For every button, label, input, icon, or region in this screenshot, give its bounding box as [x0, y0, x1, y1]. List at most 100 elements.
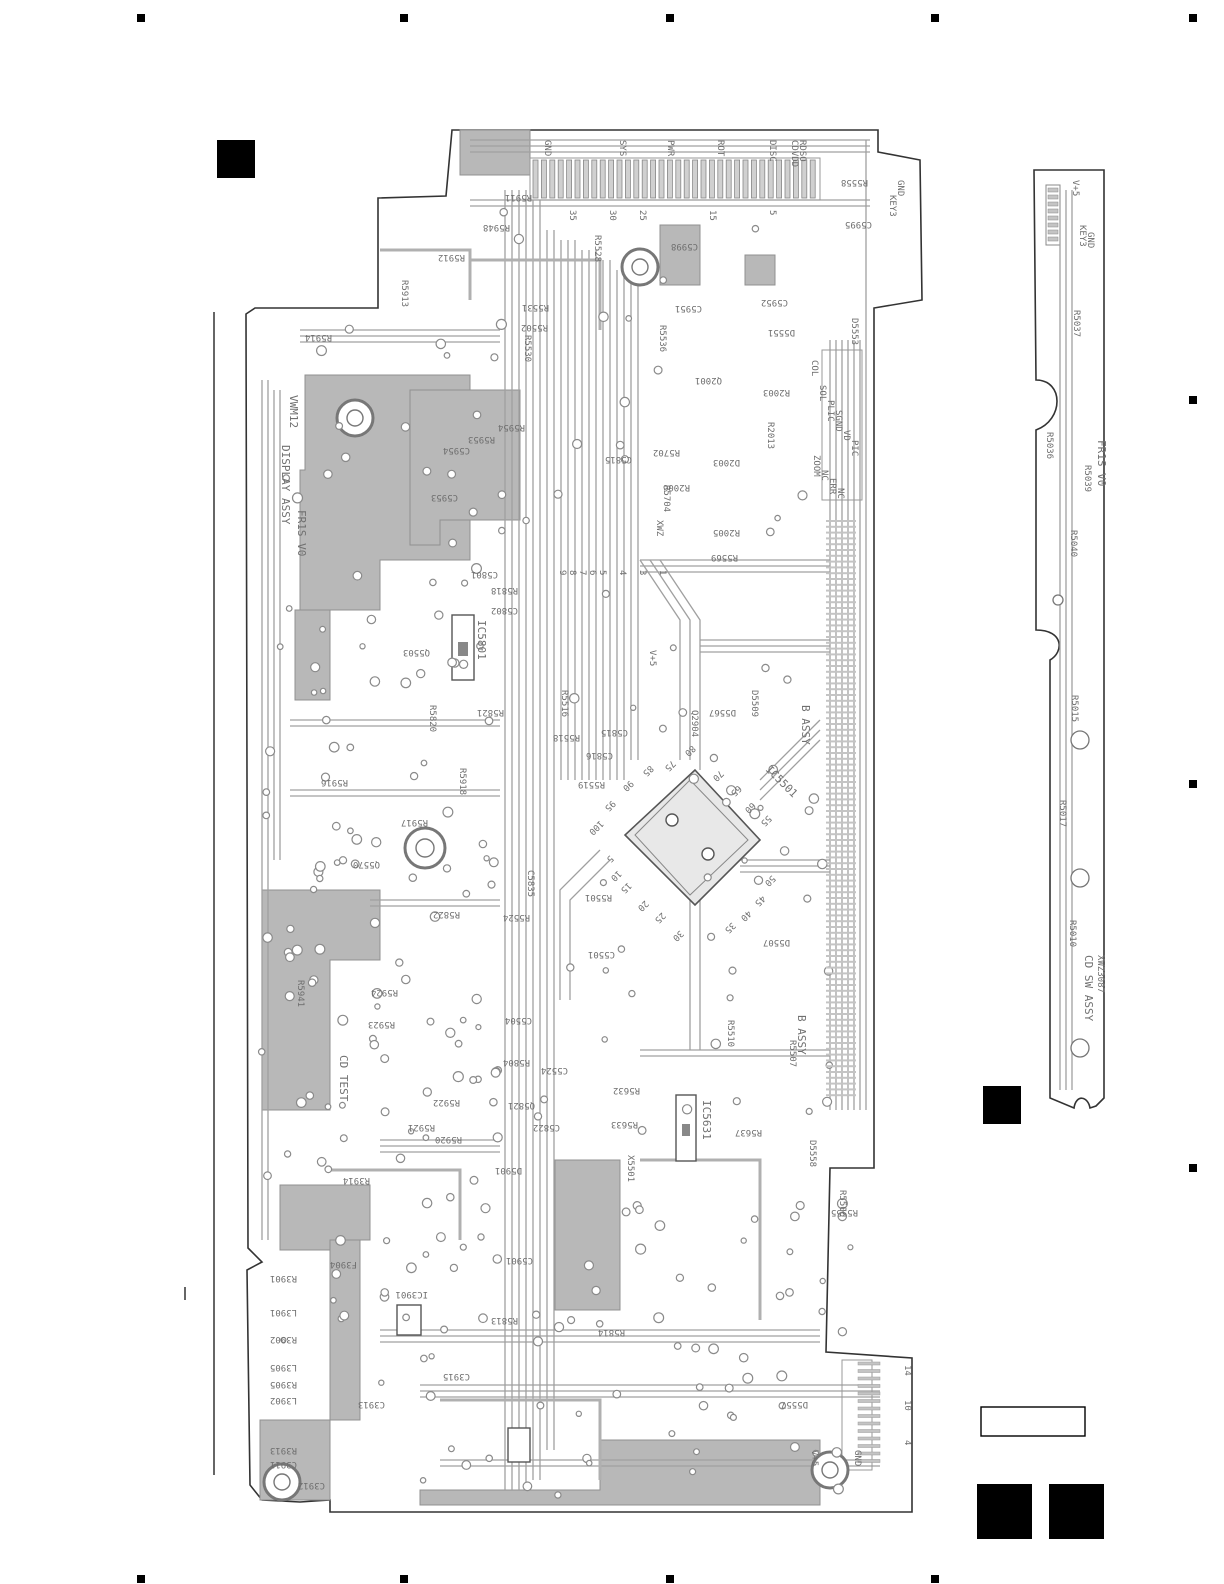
via-pad [599, 878, 608, 887]
via-pad [831, 1447, 843, 1458]
edge-pin [826, 578, 856, 580]
via-pad [340, 452, 351, 463]
via-pad [262, 811, 271, 820]
mounting-hole-inner [821, 1461, 839, 1479]
top-gnd-label: GND [895, 180, 905, 196]
via-pad [778, 1401, 787, 1410]
ref-label: D5557 [781, 1399, 808, 1409]
ref-label: R5921 [408, 1122, 435, 1132]
via-pad [475, 1023, 482, 1031]
via-pad [654, 1220, 666, 1231]
via-pad [602, 967, 610, 974]
connector-pin [667, 159, 673, 199]
via-pad [729, 1413, 738, 1422]
edge-pin [826, 694, 856, 696]
via-pad [366, 614, 377, 625]
ref-label: R5914 [305, 332, 332, 342]
ref-label: R2013 [765, 422, 775, 449]
via-pad [478, 839, 488, 849]
ref-label: C5815 [605, 454, 632, 464]
xwz-number: 4 [617, 570, 627, 575]
via-pad [497, 490, 507, 500]
via-pad [722, 797, 731, 807]
edge-pin [826, 937, 856, 940]
bottom-connector-pin [857, 1429, 881, 1433]
via-pad [658, 724, 667, 733]
ref-label: R5510 [725, 1020, 735, 1047]
via-pad [797, 490, 808, 501]
strip-connector-pin [1047, 201, 1059, 207]
edge-pin [826, 757, 856, 760]
via-pad [695, 1383, 704, 1391]
edge-pin [826, 798, 856, 801]
edge-pin [826, 688, 856, 691]
strip-switch [1070, 730, 1090, 750]
ref-label: R5804 [503, 1057, 530, 1067]
edge-pin [826, 537, 856, 540]
b-assy-label: B ASSY [799, 705, 812, 745]
connector-pin-number: 15 [707, 210, 717, 221]
via-pad [492, 1254, 503, 1264]
edge-pin [826, 549, 856, 551]
bottom-connector-pin [857, 1414, 881, 1418]
edge-pin [826, 728, 856, 731]
ref-label: C5998 [671, 241, 698, 251]
via-pad [265, 746, 276, 757]
via-pad [402, 1313, 411, 1322]
ref-label: R5519 [578, 779, 605, 789]
ref-label: R3914 [343, 1175, 370, 1185]
ref-label: R5912 [438, 252, 465, 262]
crop-mark [1189, 780, 1197, 788]
con-right-label: ZOOM [811, 455, 821, 477]
via-pad [369, 917, 381, 929]
connector-pin [734, 159, 740, 199]
via-pad [598, 311, 609, 323]
edge-pin [826, 914, 856, 917]
connector-pin-number: 4 [902, 1440, 912, 1445]
via-pad [335, 422, 344, 431]
via-pad [400, 422, 411, 432]
via-pad [575, 1410, 583, 1418]
xwz-number: 6 [587, 570, 597, 575]
via-pad [612, 1389, 622, 1399]
via-pad [406, 1262, 417, 1274]
connector-pin [801, 159, 808, 199]
connector-pin [532, 159, 539, 199]
edge-pin [826, 717, 856, 720]
edge-pin [826, 624, 856, 627]
via-pad [688, 773, 700, 785]
edge-pin [826, 1088, 856, 1091]
via-pad [477, 1233, 485, 1241]
con-right-label: PIC [849, 440, 859, 456]
connector-pin-number: 5 [767, 210, 777, 215]
crop-mark [400, 14, 408, 22]
edge-pin [826, 873, 856, 876]
via-pad [816, 858, 828, 870]
via-pad [440, 1325, 449, 1334]
connector-pin [574, 159, 581, 199]
via-pad [452, 1070, 464, 1083]
ref-label: F3904 [330, 1259, 357, 1269]
ic5801-mark [458, 642, 468, 656]
via-pad [429, 911, 441, 922]
via-pad [422, 1087, 432, 1097]
via-pad [490, 353, 499, 362]
edge-pin [826, 636, 856, 638]
cd-sw-code-label: XWZ3087 [1095, 955, 1105, 993]
bottom-connector-pin [857, 1391, 881, 1396]
copper-region [409, 389, 521, 546]
via-pad [741, 857, 748, 864]
via-pad [422, 1251, 430, 1258]
via-pad [442, 806, 454, 818]
via-pad [532, 1336, 544, 1347]
via-pad [285, 952, 295, 963]
via-pad [703, 873, 712, 882]
via-pad [728, 966, 737, 975]
via-pad [310, 689, 318, 696]
con-top-label: RDSO [797, 140, 807, 162]
via-pad [742, 1372, 754, 1384]
via-pad [490, 1067, 501, 1078]
ref-label: D5553 [849, 318, 859, 345]
con-top-label: PWR [665, 140, 675, 157]
ref-label: C5501 [588, 949, 615, 959]
